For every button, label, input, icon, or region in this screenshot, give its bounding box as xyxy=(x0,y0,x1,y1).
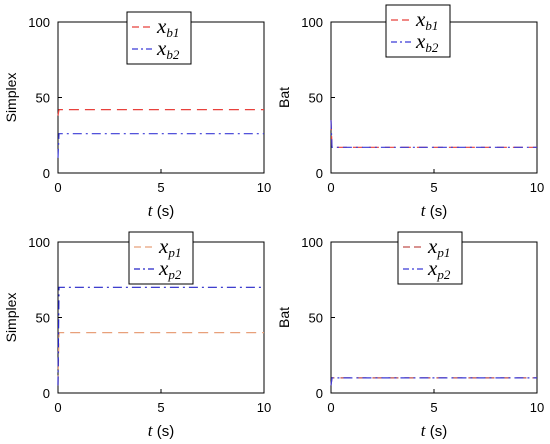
y-tick-label: 0 xyxy=(316,166,323,181)
legend-label: xb1 xyxy=(156,14,179,40)
x-axis-label: t (s) xyxy=(148,201,174,220)
series-line-xp2 xyxy=(57,286,264,386)
x-axis-unit: (s) xyxy=(153,423,175,440)
legend-label-main: x xyxy=(156,14,167,38)
legend-label-sub: b1 xyxy=(425,18,438,33)
y-axis-label: Simplex xyxy=(3,293,19,343)
legend-box xyxy=(128,231,194,285)
y-axis-label: Bat xyxy=(276,87,292,108)
series-line-xp1 xyxy=(57,332,264,386)
y-tick-label: 0 xyxy=(316,386,323,401)
legend-label-main: x xyxy=(427,256,438,280)
x-tick-label: 5 xyxy=(157,180,164,195)
y-tick-label: 50 xyxy=(309,91,323,106)
legend-box xyxy=(397,231,463,285)
x-axis-var: t xyxy=(421,201,427,220)
series-line-xb2 xyxy=(57,133,264,158)
y-tick-label: 50 xyxy=(36,311,50,326)
series-line-xp2 xyxy=(330,377,537,386)
legend-label: xb2 xyxy=(415,29,439,55)
y-tick-label: 0 xyxy=(43,166,50,181)
x-tick-label: 0 xyxy=(327,400,334,415)
y-axis-label: Bat xyxy=(276,307,292,328)
x-axis-var: t xyxy=(148,201,154,220)
x-tick-label: 10 xyxy=(530,400,544,415)
series-line-xb1 xyxy=(330,120,537,148)
y-tick-label: 100 xyxy=(301,235,323,250)
x-tick-label: 10 xyxy=(257,400,271,415)
y-tick-label: 50 xyxy=(36,91,50,106)
legend-label-main: x xyxy=(158,256,169,280)
x-tick-label: 10 xyxy=(257,180,271,195)
legend-label: xp2 xyxy=(158,256,182,282)
y-tick-label: 100 xyxy=(28,15,50,30)
y-tick-label: 100 xyxy=(28,235,50,250)
legend-label: xp2 xyxy=(427,256,451,282)
x-tick-label: 5 xyxy=(430,180,437,195)
legend-label: xb2 xyxy=(156,36,180,62)
x-tick-label: 5 xyxy=(430,400,437,415)
legend-label-sub: p2 xyxy=(167,267,182,282)
legend-label-main: x xyxy=(415,29,426,53)
legend-label-main: x xyxy=(415,7,426,31)
legend-label-sub: b1 xyxy=(166,25,179,40)
x-axis-var: t xyxy=(148,421,154,440)
y-tick-label: 100 xyxy=(301,15,323,30)
x-axis-unit: (s) xyxy=(426,203,448,220)
x-axis-label: t (s) xyxy=(421,201,447,220)
legend-label-sub: p1 xyxy=(167,245,181,260)
legend-label-sub: b2 xyxy=(425,40,439,55)
x-tick-label: 10 xyxy=(530,180,544,195)
series-line-xb2 xyxy=(330,120,537,148)
x-axis-unit: (s) xyxy=(153,203,175,220)
legend-label-main: x xyxy=(427,234,438,258)
x-axis-var: t xyxy=(421,421,427,440)
x-axis-unit: (s) xyxy=(426,423,448,440)
legend-box xyxy=(126,11,192,65)
x-tick-label: 5 xyxy=(157,400,164,415)
y-tick-label: 0 xyxy=(43,386,50,401)
legend-label: xb1 xyxy=(415,7,438,33)
series-line-xb1 xyxy=(57,108,264,116)
legend-label: xp1 xyxy=(158,234,181,260)
legend-label-sub: p2 xyxy=(436,267,451,282)
legend-label-sub: p1 xyxy=(436,245,450,260)
legend-label-sub: b2 xyxy=(166,47,180,62)
legend-label: xp1 xyxy=(427,234,450,260)
y-axis-label: Simplex xyxy=(3,73,19,123)
legend-label-main: x xyxy=(156,36,167,60)
x-axis-label: t (s) xyxy=(148,421,174,440)
x-axis-label: t (s) xyxy=(421,421,447,440)
x-tick-label: 0 xyxy=(327,180,334,195)
legend-label-main: x xyxy=(158,234,169,258)
x-tick-label: 0 xyxy=(54,400,61,415)
legend-box xyxy=(385,4,451,58)
y-tick-label: 50 xyxy=(309,311,323,326)
x-tick-label: 0 xyxy=(54,180,61,195)
